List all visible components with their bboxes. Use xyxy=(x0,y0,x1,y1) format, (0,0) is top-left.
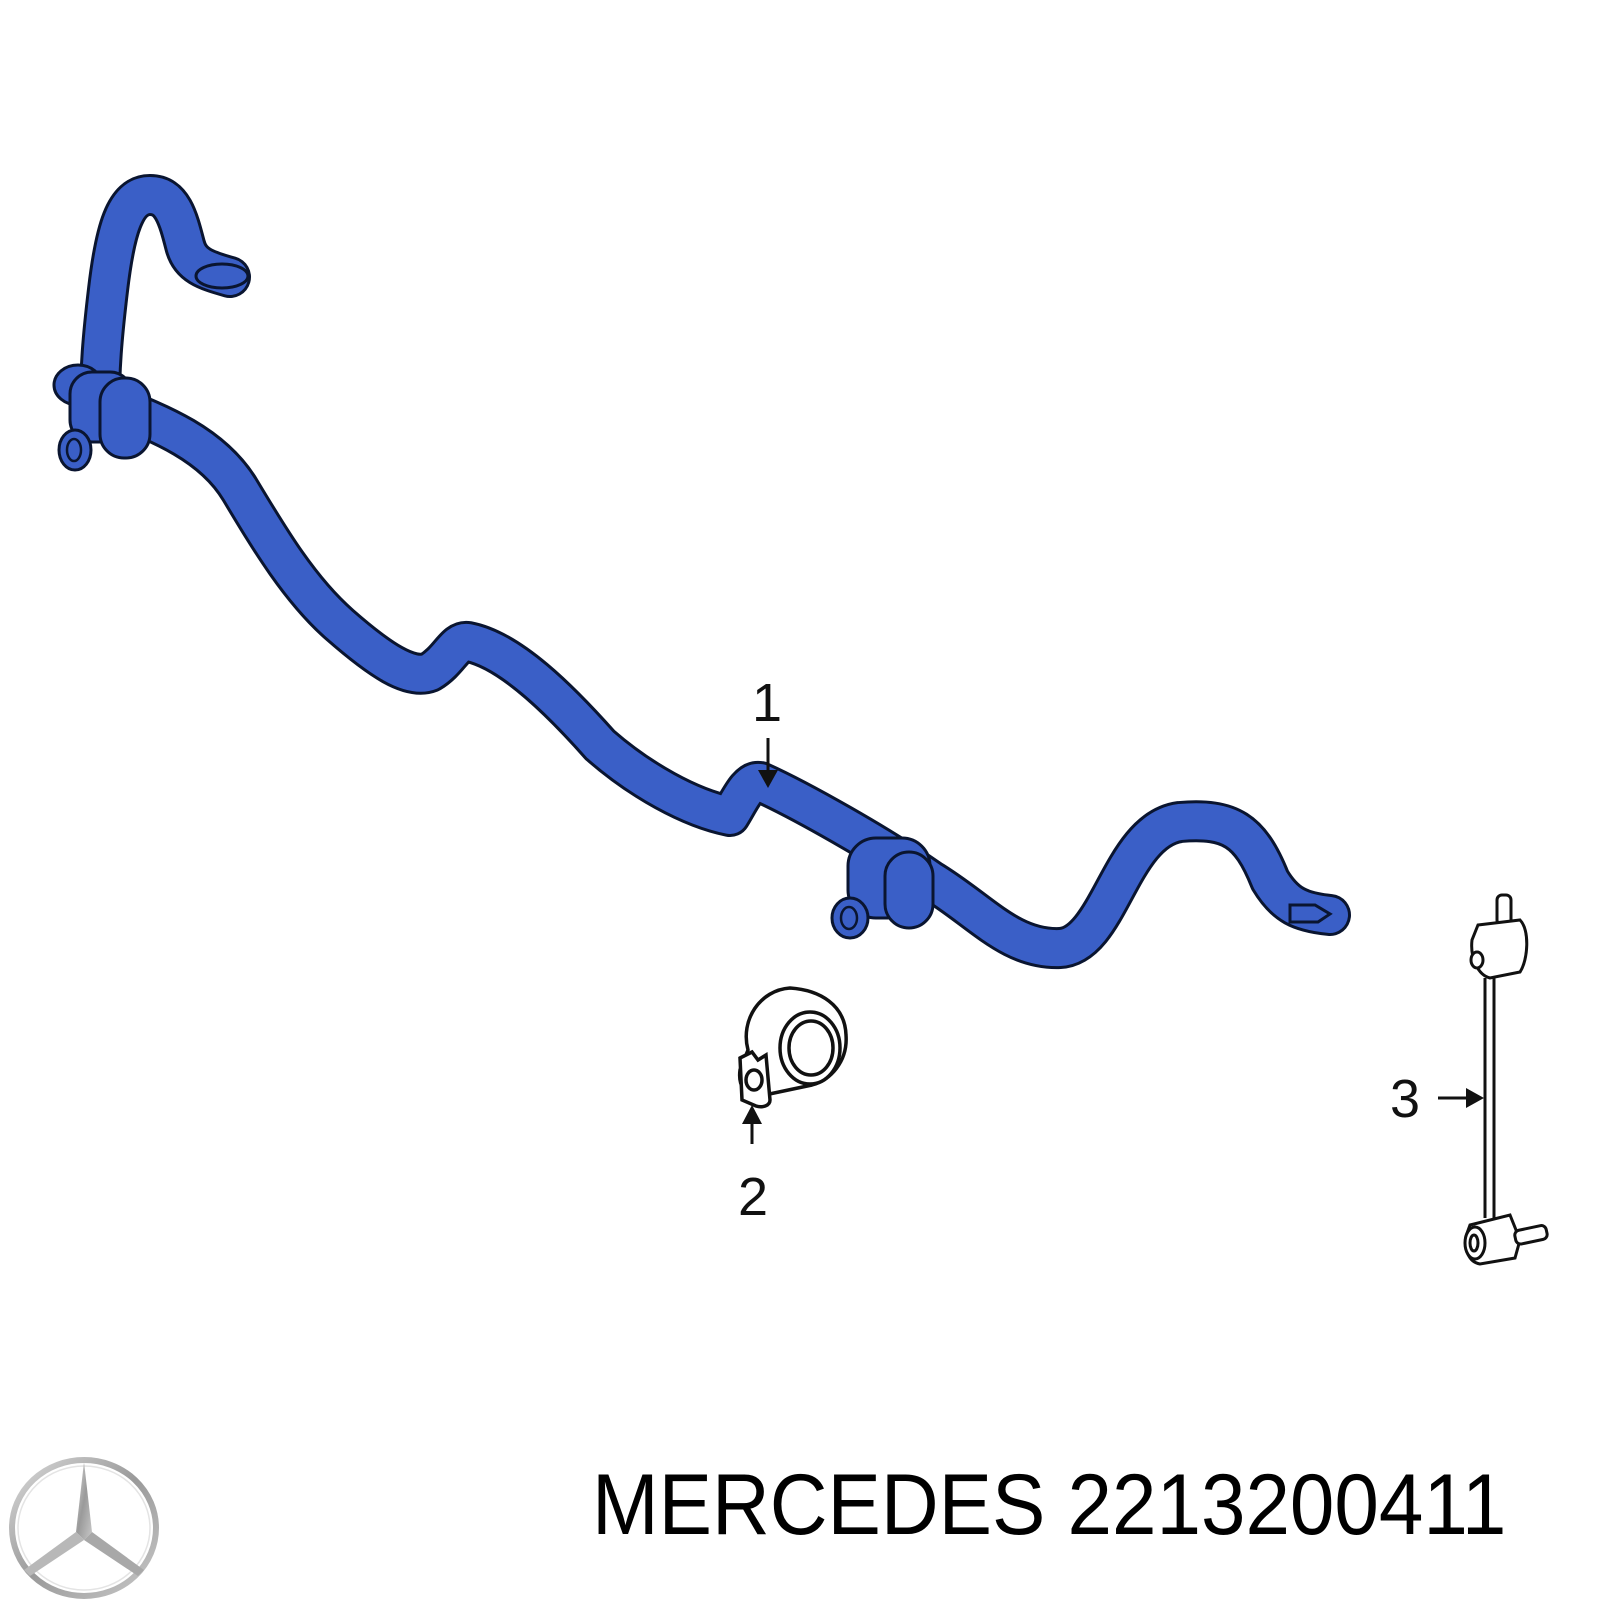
right-bar-bushing xyxy=(830,836,935,940)
callout-number-2: 2 xyxy=(738,1167,769,1227)
stabilizer-link-drawing xyxy=(1463,893,1549,1266)
callout-2-arrow xyxy=(742,1105,762,1144)
brand-part-number-label: MERCEDES 2213200411 xyxy=(592,1462,1506,1548)
part-number: 2213200411 xyxy=(1067,1457,1507,1553)
stabilizer-bar xyxy=(52,174,1351,969)
brand-name: MERCEDES xyxy=(592,1457,1046,1553)
stabilizer-bushing-drawing xyxy=(737,986,848,1109)
mercedes-star-icon xyxy=(9,1457,159,1599)
callout-number-1: 1 xyxy=(752,673,783,733)
left-bar-bushing xyxy=(52,363,152,472)
callout-3-arrow xyxy=(1438,1088,1484,1108)
callout-number-3: 3 xyxy=(1390,1069,1421,1129)
callout-1-arrow xyxy=(758,738,778,788)
